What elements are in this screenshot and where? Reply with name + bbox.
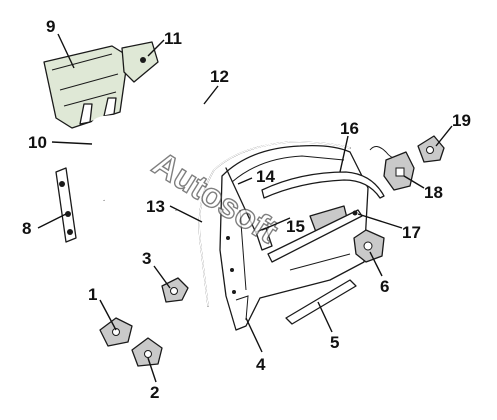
lock-actuator-part <box>369 146 415 191</box>
lower-seal-strip-part <box>285 279 357 325</box>
callout-1: 1 <box>88 285 97 304</box>
door-lock-part <box>353 229 385 263</box>
callout-13: 13 <box>146 197 165 216</box>
leader-lines <box>37 33 453 383</box>
callout-6: 6 <box>380 277 389 296</box>
callout-4: 4 <box>256 355 266 374</box>
door-shell-part <box>219 144 369 331</box>
callout-15: 15 <box>286 217 305 236</box>
callout-numbers: 1 2 3 4 5 6 8 9 10 11 12 13 14 15 16 17 … <box>22 17 471 402</box>
callout-19: 19 <box>452 111 471 130</box>
check-strap-part <box>161 277 189 303</box>
door-glass-part <box>43 45 129 129</box>
callout-11: 11 <box>164 29 182 48</box>
upper-hinge-part <box>99 317 133 347</box>
lower-hinge-part <box>131 337 163 367</box>
callout-18: 18 <box>424 183 443 202</box>
quarter-frame-seal-part <box>167 95 215 173</box>
callout-2: 2 <box>150 383 159 402</box>
regulator-guide-part <box>55 167 77 243</box>
belt-moulding-part <box>261 171 385 199</box>
striker-part <box>417 135 445 163</box>
callout-12: 12 <box>210 67 229 86</box>
door-weatherstrip-part <box>198 141 351 307</box>
callout-17: 17 <box>402 223 421 242</box>
callout-16: 16 <box>340 119 359 138</box>
quarter-glass-part <box>121 41 159 83</box>
callout-8: 8 <box>22 219 31 238</box>
callout-5: 5 <box>330 333 339 352</box>
callout-3: 3 <box>142 249 151 268</box>
callout-10: 10 <box>28 133 47 152</box>
callout-9: 9 <box>46 17 55 36</box>
callout-14: 14 <box>256 167 275 186</box>
glass-run-channel-part <box>89 109 178 211</box>
